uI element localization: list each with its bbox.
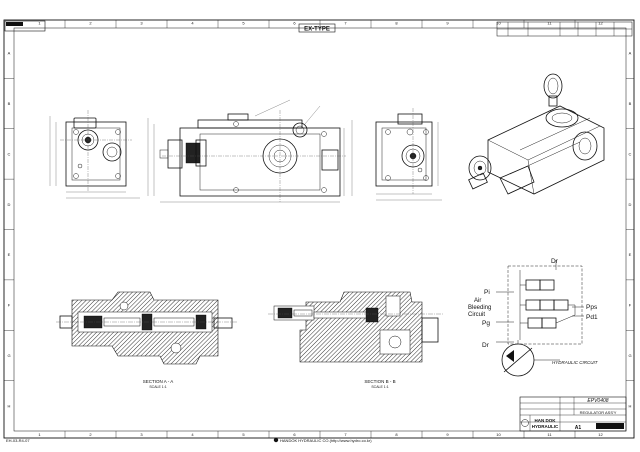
- section-b-view: [268, 291, 444, 363]
- section-b-scale: SCALE 1:1: [371, 385, 388, 389]
- section-a-view: [56, 291, 238, 365]
- footer-company: HANDOK HYDRAULIC CO.(http://www.hydro.co…: [280, 438, 372, 443]
- column-marker-bottom: 5: [242, 432, 245, 437]
- column-marker-top: 4: [191, 21, 194, 26]
- pd1-label: Pd1: [586, 314, 598, 321]
- sheet-size: A1: [575, 425, 582, 431]
- column-marker-bottom: 8: [395, 432, 398, 437]
- column-marker-top: 8: [395, 21, 398, 26]
- column-marker-bottom: 3: [140, 432, 143, 437]
- column-marker-top: 3: [140, 21, 143, 26]
- left-side-view: [49, 110, 140, 199]
- type-label: EX-TYPE: [304, 27, 330, 33]
- column-marker-bottom: 12: [598, 432, 603, 437]
- column-marker-top: 2: [89, 21, 92, 26]
- column-marker-bottom: 9: [446, 432, 449, 437]
- row-marker-right: A: [629, 51, 632, 56]
- column-marker-top: 10: [496, 21, 501, 26]
- company-logo-icon: [273, 437, 279, 443]
- row-marker-right: E: [629, 252, 632, 257]
- row-markers: A A B B C C D D E E F F G G H H: [4, 51, 634, 408]
- row-marker-right: C: [629, 151, 632, 156]
- title-block: [519, 396, 627, 432]
- column-marker-top: 11: [547, 21, 552, 26]
- pi-label: Pi: [484, 289, 490, 296]
- column-marker-bottom: 6: [293, 432, 296, 437]
- section-a-scale: SCALE 1:1: [149, 385, 166, 389]
- column-marker-top: 12: [598, 21, 603, 26]
- bleeding-label: Bleeding: [468, 305, 491, 311]
- pps-label: Pps: [586, 304, 598, 311]
- hydraulic-circuit-title: HYDRAULIC CIRCUIT: [552, 360, 599, 365]
- row-marker-left: B: [8, 101, 11, 106]
- row-marker-left: C: [8, 151, 11, 156]
- column-marker-top: 6: [293, 21, 296, 26]
- dr-top-label: Dr: [551, 258, 559, 265]
- row-marker-left: A: [8, 51, 11, 56]
- outer-border: [3, 19, 635, 439]
- column-marker-bottom: 4: [191, 432, 194, 437]
- column-marker-bottom: 10: [496, 432, 501, 437]
- inner-border: [13, 27, 627, 432]
- footer-left-code: EH-03-R4-07: [6, 438, 30, 443]
- circuit-label: Circuit: [468, 312, 485, 318]
- row-marker-left: E: [8, 252, 11, 257]
- column-marker-bottom: 2: [89, 432, 92, 437]
- row-marker-right: F: [629, 303, 632, 308]
- column-marker-bottom: 1: [38, 432, 41, 437]
- revision-table: [496, 21, 633, 37]
- row-marker-right: G: [628, 353, 631, 358]
- company-name-1: HAN DOK: [535, 418, 557, 423]
- row-marker-right: H: [629, 403, 632, 408]
- top-left-stamp: [4, 20, 46, 32]
- row-marker-right: D: [629, 202, 632, 207]
- pg-label: Pg: [482, 320, 490, 327]
- row-marker-left: D: [8, 202, 11, 207]
- row-marker-right: B: [629, 101, 632, 106]
- right-side-view: [375, 108, 442, 201]
- isometric-view: [468, 73, 605, 195]
- top-left-logo: [6, 22, 23, 26]
- drawing-name: REGULATOR ASS'Y: [580, 410, 617, 415]
- hydraulic-circuit: [496, 260, 584, 377]
- drawing-number: EPV0408: [587, 398, 608, 404]
- type-label-box: [298, 23, 336, 33]
- air-label: Air: [474, 298, 481, 304]
- column-marker-bottom: 7: [344, 432, 347, 437]
- column-marker-top: 5: [242, 21, 245, 26]
- row-marker-left: F: [8, 303, 11, 308]
- company-name-2: HYDRAULIC: [532, 424, 559, 429]
- dr-bottom-label: Dr: [482, 342, 490, 349]
- row-marker-left: H: [8, 403, 11, 408]
- front-view: [147, 99, 353, 203]
- column-marker-bottom: 11: [547, 432, 552, 437]
- column-marker-top: 1: [38, 21, 41, 26]
- section-a-label: SECTION A - A: [143, 379, 174, 384]
- row-marker-left: G: [7, 353, 10, 358]
- section-b-label: SECTION B - B: [364, 379, 395, 384]
- column-marker-top: 7: [344, 21, 347, 26]
- column-marker-top: 9: [446, 21, 449, 26]
